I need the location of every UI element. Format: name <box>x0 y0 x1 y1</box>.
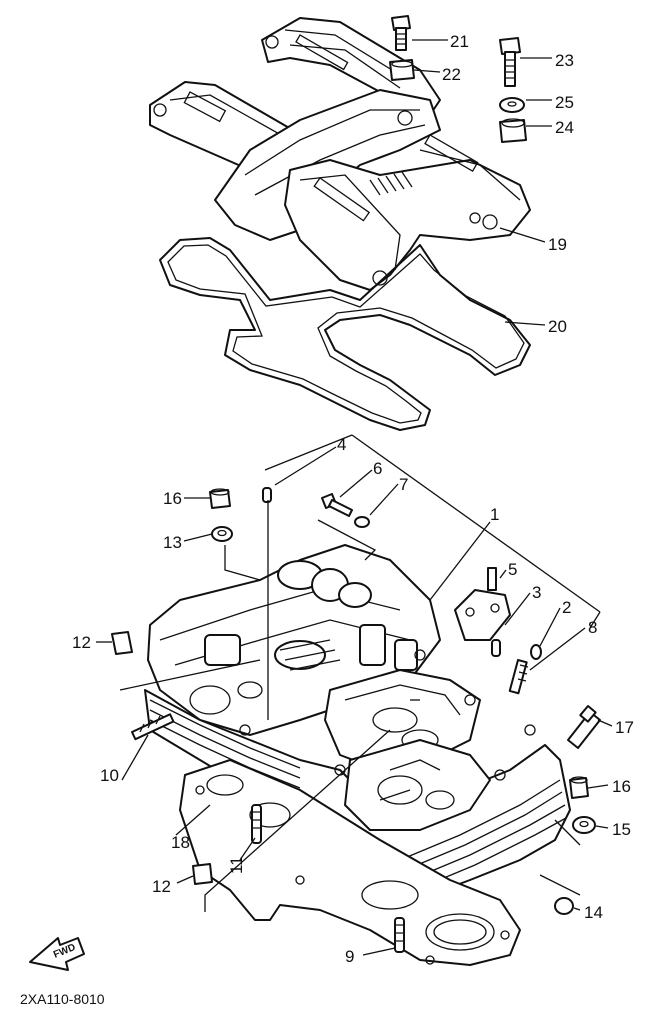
pin-3 <box>491 639 501 657</box>
nut-16-lower <box>569 776 589 799</box>
dowel-9 <box>394 917 405 953</box>
callout-8: 8 <box>588 618 597 637</box>
cap-12-upper <box>111 631 133 655</box>
valve-cover-gasket <box>159 237 531 431</box>
valve-cover <box>149 17 531 291</box>
callout-9: 9 <box>345 947 354 966</box>
callout-12-lower: 12 <box>152 877 171 896</box>
spark-plug-17 <box>567 705 601 749</box>
callout-24: 24 <box>555 118 574 137</box>
callout-21: 21 <box>450 32 469 51</box>
callout-18: 18 <box>171 833 190 852</box>
washer-22 <box>389 59 415 81</box>
oring-2 <box>530 644 542 660</box>
bolt-23 <box>499 37 521 87</box>
cylinder-head-upper <box>147 544 441 736</box>
callout-20: 20 <box>548 317 567 336</box>
callout-17: 17 <box>615 718 634 737</box>
bolt-6 <box>321 493 353 517</box>
callout-4: 4 <box>337 435 346 454</box>
plug-14 <box>554 897 574 915</box>
callout-15: 15 <box>612 820 631 839</box>
callout-5: 5 <box>508 560 517 579</box>
grommet-24 <box>499 118 527 143</box>
bolt-21 <box>391 15 411 51</box>
bracket-5 <box>454 567 511 641</box>
washer-7 <box>354 516 370 528</box>
washer-25 <box>499 97 525 113</box>
callout-6: 6 <box>373 459 382 478</box>
callout-14: 14 <box>584 903 603 922</box>
washer-15 <box>572 816 596 834</box>
group-bracket-lines <box>224 434 601 720</box>
drawing-code: 2XA110-8010 <box>20 991 105 1007</box>
callout-labels: 21 22 23 25 24 19 20 4 6 7 16 1 13 5 3 2… <box>72 32 634 966</box>
washer-13 <box>211 526 233 542</box>
callout-16-upper: 16 <box>163 489 182 508</box>
callout-3: 3 <box>532 583 541 602</box>
callout-10: 10 <box>100 766 119 785</box>
callout-11: 11 <box>227 856 246 874</box>
stud-8 <box>508 659 529 695</box>
stud-10 <box>131 713 175 741</box>
callout-2: 2 <box>562 598 571 617</box>
leader-lines <box>96 39 613 956</box>
forward-arrow-icon: FWD <box>29 937 85 971</box>
callout-23: 23 <box>555 51 574 70</box>
callout-22: 22 <box>442 65 461 84</box>
callout-1: 1 <box>490 505 499 524</box>
callout-12-upper: 12 <box>72 633 91 652</box>
dowel-11 <box>251 804 262 844</box>
callout-16-lower: 16 <box>612 777 631 796</box>
callout-13: 13 <box>163 533 182 552</box>
callout-25: 25 <box>555 93 574 112</box>
nut-16-upper <box>209 488 231 509</box>
cylinder-head-main <box>144 649 571 896</box>
dowel-pin-4 <box>262 487 272 503</box>
callout-19: 19 <box>548 235 567 254</box>
cap-12-lower <box>192 863 213 885</box>
callout-7: 7 <box>399 475 408 494</box>
